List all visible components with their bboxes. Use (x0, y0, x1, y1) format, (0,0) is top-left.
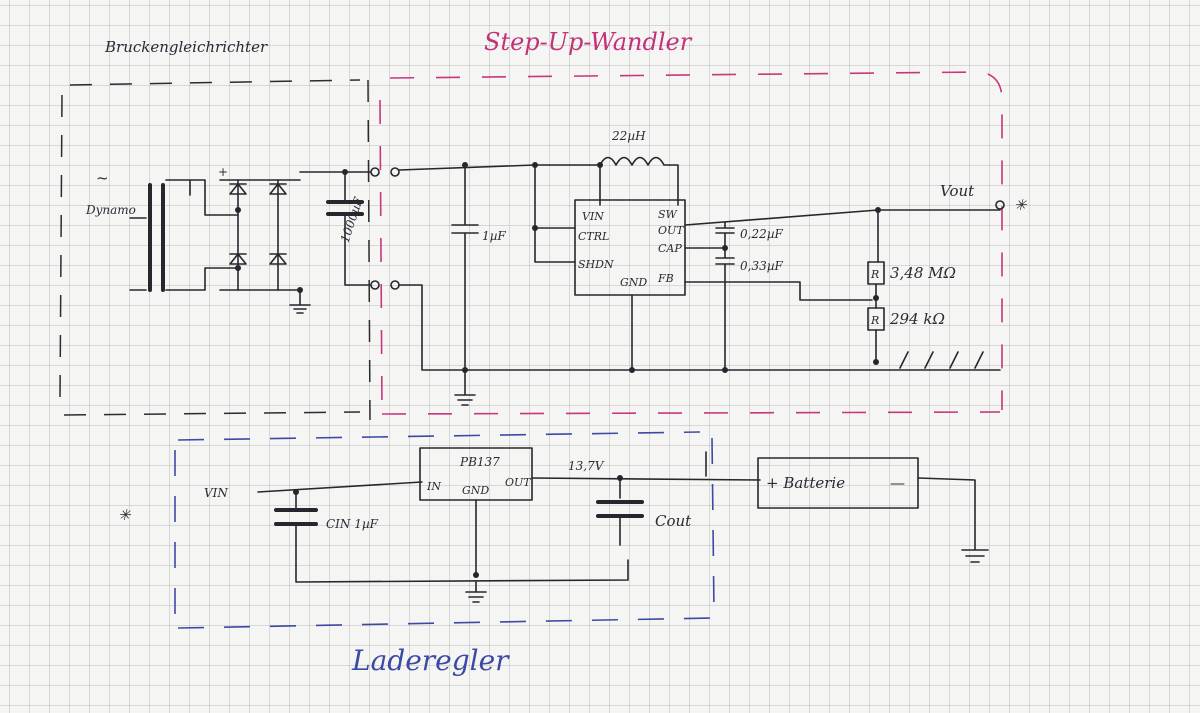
cout-label: Cout (655, 512, 692, 530)
voltage-label: 13,7V (568, 459, 605, 473)
charge-controller-title: Laderegler (351, 644, 510, 677)
res2-symbol: R (870, 314, 879, 327)
cin-label: CIN 1µF (326, 517, 379, 531)
star-marker-top: ✳ (1014, 196, 1028, 214)
boost-ic: VIN CTRL SHDN GND SW OUT CAP FB (532, 162, 686, 373)
battery-label: + Batterie (766, 474, 845, 492)
vout-label: Vout (940, 182, 975, 200)
vin-pin-label: VIN (582, 210, 604, 223)
charger-region-border (174, 431, 715, 629)
voltage-divider: R 3,48 MΩ R 294 kΩ (867, 207, 984, 369)
tilde-label: ~ (96, 169, 109, 187)
gnd-pin-label: GND (620, 276, 647, 289)
rectifier-region-border (59, 79, 371, 421)
fb-pin-label: FB (657, 272, 674, 285)
cap-033-label: 0,33µF (740, 259, 784, 273)
rectifier-title: Bruckengleichrichter (104, 38, 268, 56)
regulator-in-label: IN (426, 480, 441, 493)
battery-minus-label: — (890, 474, 905, 492)
output-capacitors: 0,22µF 0,33µF (684, 209, 1001, 373)
inductor-22uh: 22µH (597, 129, 679, 206)
inductor-label: 22µH (611, 129, 646, 143)
cap-pin-label: CAP (658, 242, 682, 255)
dynamo-symbol: ~ Dynamo (85, 169, 239, 292)
dynamo-label: Dynamo (85, 203, 136, 217)
regulator-ic-label: PB137 (459, 455, 500, 469)
res2-label: 294 kΩ (889, 310, 945, 328)
res1-symbol: R (870, 268, 879, 281)
res1-label: 3,48 MΩ (890, 264, 956, 282)
cap-022-label: 0,22µF (740, 227, 784, 241)
boost-region-border (379, 71, 1003, 415)
plus-label: + (218, 165, 228, 179)
bridge-rectifier: + (218, 165, 311, 314)
regulator-out-label: OUT (505, 476, 532, 489)
shdn-pin-label: SHDN (578, 258, 614, 271)
star-marker-bottom: ✳ (118, 506, 132, 524)
capacitor-1000uf: 1000µF (299, 167, 400, 290)
boost-converter-title: Step-Up-Wandler (484, 28, 693, 56)
charger-vin-label: VIN (204, 486, 228, 500)
vout-terminal: Vout ✳ (940, 182, 1028, 214)
regulator-gnd-label: GND (462, 484, 489, 497)
charger-circuit: ✳ VIN CIN 1µF PB137 IN GND OUT 13,7V Cou… (118, 447, 989, 603)
input-rail: 1µF (398, 162, 1001, 406)
battery-box (757, 457, 919, 509)
cap-1uf-label: 1µF (482, 229, 506, 243)
sw-pin-label: SW (658, 208, 679, 221)
ctrl-pin-label: CTRL (578, 230, 609, 243)
out-pin-label: OUT (658, 224, 685, 237)
